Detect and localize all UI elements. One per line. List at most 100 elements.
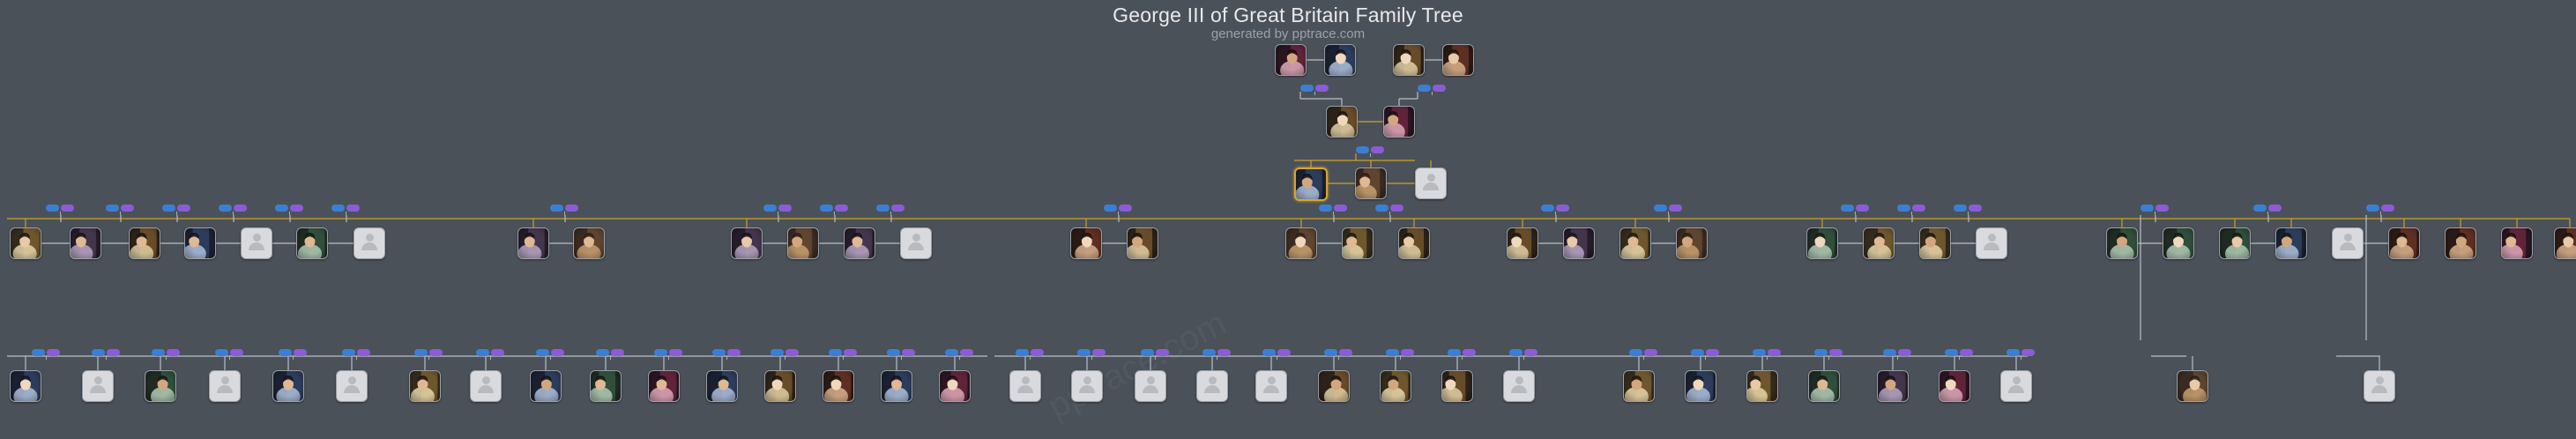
union-pill-female[interactable] — [727, 349, 741, 356]
union-pill-female[interactable] — [357, 349, 370, 356]
union-pill-male[interactable] — [1324, 349, 1337, 356]
person-node[interactable] — [2324, 227, 2371, 260]
person-portrait[interactable] — [10, 370, 41, 402]
person-portrait[interactable] — [1863, 227, 1895, 259]
union-pill-female[interactable] — [1371, 146, 1384, 153]
union-pill-male[interactable] — [945, 349, 958, 356]
union-badge[interactable] — [1077, 349, 1106, 360]
person-node[interactable] — [201, 370, 249, 403]
union-badge[interactable] — [162, 205, 190, 215]
person-portrait[interactable] — [1294, 167, 1328, 201]
person-portrait[interactable] — [145, 370, 176, 402]
union-pill-male[interactable] — [215, 349, 228, 356]
union-pill-male[interactable] — [712, 349, 726, 356]
union-badge[interactable] — [46, 205, 74, 215]
person-portrait[interactable] — [1806, 227, 1838, 259]
union-badge[interactable] — [1016, 349, 1044, 360]
person-portrait[interactable] — [70, 227, 101, 259]
person-portrait[interactable] — [1976, 227, 2007, 259]
union-badge[interactable] — [476, 349, 504, 360]
person-portrait[interactable] — [336, 370, 368, 402]
person-node[interactable] — [723, 227, 771, 260]
union-pill-male[interactable] — [1202, 349, 1216, 356]
union-pill-male[interactable] — [1654, 205, 1667, 212]
union-badge[interactable] — [1448, 349, 1476, 360]
person-node[interactable] — [1738, 370, 1786, 403]
person-portrait[interactable] — [1623, 370, 1655, 402]
union-badge[interactable] — [596, 349, 624, 360]
union-pill-male[interactable] — [771, 349, 784, 356]
person-node[interactable] — [1277, 227, 1325, 260]
union-pill-male[interactable] — [596, 349, 609, 356]
person-node[interactable] — [510, 227, 557, 260]
person-portrait[interactable] — [939, 370, 971, 402]
union-pill-female[interactable] — [230, 349, 243, 356]
union-pill-female[interactable] — [960, 349, 973, 356]
person-node[interactable] — [1992, 370, 2040, 403]
person-portrait[interactable] — [2177, 370, 2208, 402]
person-portrait[interactable] — [1398, 227, 1430, 259]
person-portrait[interactable] — [1619, 227, 1651, 259]
person-portrait[interactable] — [1380, 370, 1411, 402]
person-node[interactable] — [2169, 370, 2216, 403]
union-pill-female[interactable] — [551, 349, 564, 356]
person-portrait[interactable] — [1507, 227, 1538, 259]
union-pill-male[interactable] — [1753, 349, 1766, 356]
person-portrait[interactable] — [2388, 227, 2420, 259]
person-node[interactable] — [1310, 370, 1358, 403]
union-pill-male[interactable] — [1319, 205, 1332, 212]
person-node[interactable] — [931, 370, 979, 403]
person-node[interactable] — [2155, 227, 2202, 260]
person-portrait[interactable] — [1342, 227, 1374, 259]
person-node[interactable] — [137, 370, 184, 403]
union-pill-female[interactable] — [1156, 349, 1169, 356]
person-portrait[interactable] — [470, 370, 502, 402]
person-node[interactable] — [2437, 227, 2484, 260]
person-portrait[interactable] — [573, 227, 605, 259]
union-pill-female[interactable] — [1669, 205, 1682, 212]
person-portrait[interactable] — [296, 227, 328, 259]
union-pill-male[interactable] — [92, 349, 105, 356]
person-portrait[interactable] — [900, 227, 932, 259]
union-pill-male[interactable] — [1541, 205, 1554, 212]
person-node[interactable] — [836, 227, 883, 260]
person-portrait[interactable] — [648, 370, 680, 402]
union-pill-male[interactable] — [1375, 205, 1389, 212]
person-node[interactable] — [2356, 370, 2403, 403]
person-portrait[interactable] — [10, 227, 41, 259]
person-portrait[interactable] — [241, 227, 272, 259]
person-portrait[interactable] — [764, 370, 796, 402]
union-pill-male[interactable] — [106, 205, 119, 212]
person-node[interactable] — [1800, 370, 1848, 403]
person-node[interactable] — [2098, 227, 2146, 260]
union-pill-female[interactable] — [611, 349, 624, 356]
person-node[interactable] — [1316, 44, 1364, 77]
union-pill-male[interactable] — [1954, 205, 1967, 212]
union-pill-female[interactable] — [346, 205, 360, 212]
person-portrait[interactable] — [1919, 227, 1951, 259]
union-pill-male[interactable] — [1448, 349, 1461, 356]
union-badge[interactable] — [829, 349, 857, 360]
person-portrait[interactable] — [823, 370, 854, 402]
union-pill-male[interactable] — [1509, 349, 1523, 356]
union-pill-male[interactable] — [32, 349, 45, 356]
union-badge[interactable] — [106, 205, 134, 215]
person-portrait[interactable] — [129, 227, 160, 259]
union-pill-male[interactable] — [1016, 349, 1029, 356]
person-node[interactable] — [2267, 227, 2315, 260]
union-badge[interactable] — [771, 349, 799, 360]
person-node[interactable] — [264, 370, 312, 403]
person-portrait[interactable] — [1808, 370, 1840, 402]
union-badge[interactable] — [1654, 205, 1682, 215]
union-pill-male[interactable] — [219, 205, 232, 212]
person-node[interactable] — [1968, 227, 2015, 260]
person-node[interactable] — [1334, 227, 1381, 260]
union-badge[interactable] — [279, 349, 307, 360]
person-portrait[interactable] — [1685, 370, 1716, 402]
union-pill-female[interactable] — [177, 205, 190, 212]
person-portrait[interactable] — [2332, 227, 2364, 259]
union-pill-female[interactable] — [1912, 205, 1925, 212]
person-portrait[interactable] — [881, 370, 912, 402]
union-pill-male[interactable] — [1356, 146, 1369, 153]
union-badge[interactable] — [1324, 349, 1352, 360]
